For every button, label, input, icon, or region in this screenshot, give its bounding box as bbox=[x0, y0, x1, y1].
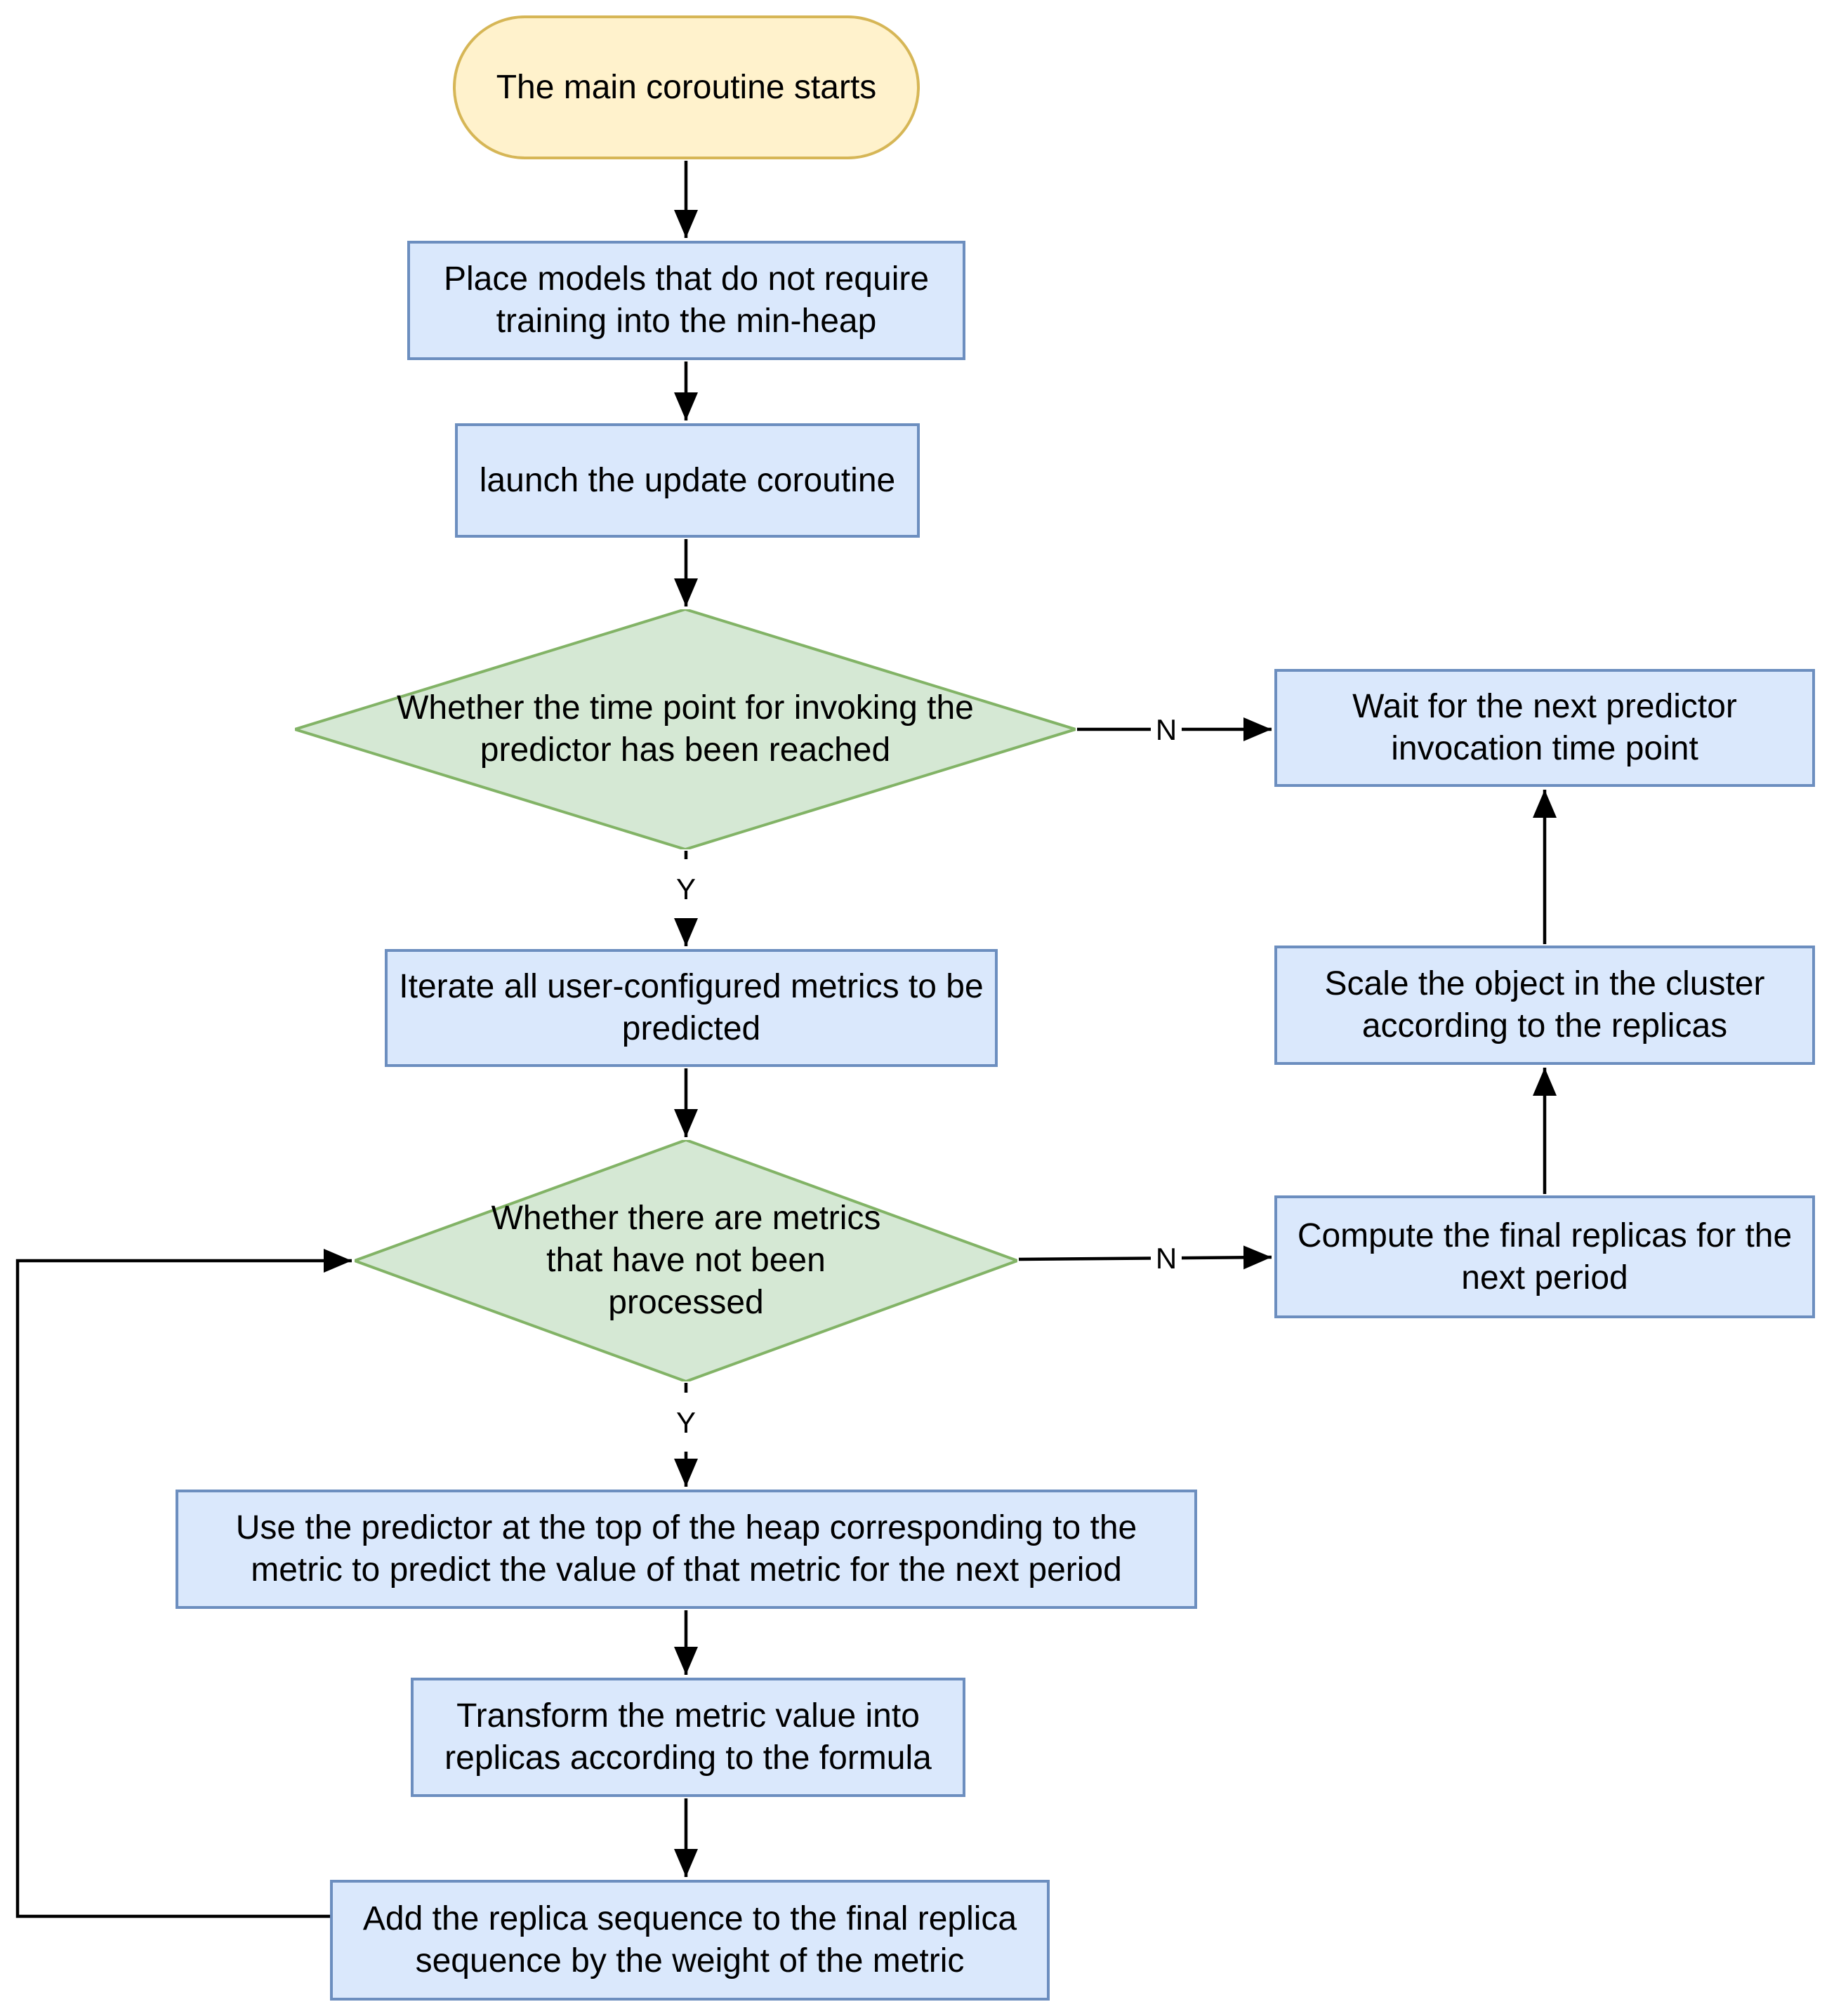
edge-label-time-point-yes: Y bbox=[676, 873, 696, 906]
diamond-shape bbox=[295, 609, 1076, 849]
node-label: Place models that do not require trainin… bbox=[443, 260, 930, 340]
node-label: launch the update coroutine bbox=[479, 461, 896, 499]
flowchart-node-wait-next-invocation: Wait for the next predictor invocation t… bbox=[1274, 669, 1815, 787]
edge-label-metrics-yes: Y bbox=[676, 1406, 696, 1439]
edge-label-metrics-no: N bbox=[1156, 1242, 1177, 1275]
flowchart-node-start: The main coroutine starts bbox=[453, 15, 920, 159]
edge-label-gap bbox=[1151, 711, 1182, 749]
node-label: The main coroutine starts bbox=[496, 68, 877, 106]
flowchart-node-decision-metrics-remaining: Whether there are metrics that have not … bbox=[355, 1140, 1017, 1381]
flowchart-node-decision-time-point: Whether the time point for invoking the … bbox=[295, 609, 1076, 849]
node-label: Whether there are metrics that have not … bbox=[491, 1200, 881, 1321]
flowchart-node-place-models: Place models that do not require trainin… bbox=[407, 241, 965, 360]
flowchart-node-launch-update: launch the update coroutine bbox=[455, 423, 920, 538]
node-label: Iterate all user-configured metrics to b… bbox=[399, 968, 984, 1047]
node-label: Compute the final replicas for the next … bbox=[1297, 1216, 1793, 1297]
edge-label-gap bbox=[1151, 1240, 1182, 1278]
edge-label-gap bbox=[670, 859, 702, 918]
node-label: Scale the object in the cluster accordin… bbox=[1324, 965, 1765, 1045]
flowchart-node-add-replica-sequence: Add the replica sequence to the final re… bbox=[330, 1880, 1050, 2001]
node-label: Add the replica sequence to the final re… bbox=[362, 1900, 1017, 1979]
flowchart-node-transform-metric: Transform the metric value into replicas… bbox=[411, 1678, 965, 1797]
flowchart-node-use-predictor: Use the predictor at the top of the heap… bbox=[176, 1490, 1197, 1609]
edge-label-gap bbox=[670, 1393, 702, 1452]
node-label: Use the predictor at the top of the heap… bbox=[235, 1509, 1137, 1589]
node-label: Whether the time point for invoking the … bbox=[397, 689, 974, 769]
flowchart-node-iterate-metrics: Iterate all user-configured metrics to b… bbox=[385, 949, 998, 1067]
flowchart-node-scale-object: Scale the object in the cluster accordin… bbox=[1274, 946, 1815, 1065]
node-label: Wait for the next predictor invocation t… bbox=[1352, 688, 1737, 767]
node-label: Transform the metric value into replicas… bbox=[444, 1697, 932, 1777]
edge-decision-metrics-no bbox=[1018, 1245, 1272, 1270]
edge-label-time-point-no: N bbox=[1156, 713, 1177, 746]
flowchart-node-compute-final-replicas: Compute the final replicas for the next … bbox=[1274, 1195, 1815, 1318]
diamond-shape bbox=[355, 1140, 1017, 1381]
